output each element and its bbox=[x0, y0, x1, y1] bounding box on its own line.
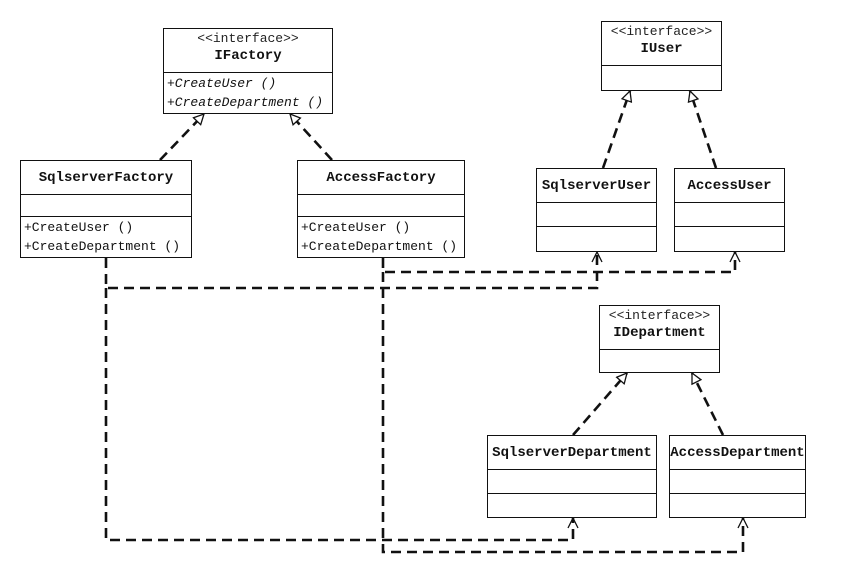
attributes-compartment bbox=[670, 470, 805, 494]
class-name: IDepartment bbox=[613, 325, 706, 341]
operation: +CreateDepartment () bbox=[24, 239, 181, 254]
stereotype-label: <<interface>> bbox=[197, 31, 299, 46]
class-name: AccessFactory bbox=[326, 170, 436, 186]
operation: +CreateDepartment () bbox=[167, 95, 324, 110]
operation: +CreateUser () bbox=[301, 220, 411, 235]
attributes-compartment bbox=[675, 203, 784, 227]
accessdepartment-class: AccessDepartment bbox=[669, 435, 806, 518]
operations-compartment bbox=[537, 227, 656, 229]
dependency-accessfactory-accessuser bbox=[381, 252, 735, 274]
realization-accessfactory-ifactory bbox=[290, 114, 333, 161]
realization-accessdepartment-idepartment bbox=[690, 373, 725, 436]
operation: +CreateDepartment () bbox=[301, 239, 458, 254]
realization-sqlserverdepartment-idepartment bbox=[572, 373, 628, 436]
class-name: AccessUser bbox=[687, 178, 772, 194]
class-name: IFactory bbox=[214, 48, 282, 64]
class-name: SqlserverUser bbox=[541, 178, 652, 194]
sqlserverfactory-class: SqlserverFactory +CreateUser () +CreateD… bbox=[20, 160, 192, 258]
class-name: IUser bbox=[640, 41, 683, 57]
sqlserverdepartment-class: SqlserverDepartment bbox=[487, 435, 657, 518]
class-name: SqlserverDepartment bbox=[492, 445, 652, 461]
realization-sqlserveruser-iuser bbox=[601, 91, 630, 169]
operations-compartment bbox=[488, 494, 656, 496]
operation: +CreateUser () bbox=[167, 76, 277, 91]
dependency-sqlserverfactory-sqlserverdepartment bbox=[104, 288, 573, 542]
attributes-compartment bbox=[298, 195, 464, 217]
operations-compartment: +CreateUser () +CreateDepartment () bbox=[21, 217, 191, 257]
iuser-class: <<interface>> IUser bbox=[601, 21, 722, 91]
dependency-accessfactory-accessdepartment bbox=[381, 272, 743, 554]
class-name: SqlserverFactory bbox=[38, 170, 174, 186]
realization-sqlserverfactory-ifactory bbox=[159, 114, 204, 161]
operations-compartment: +CreateUser () +CreateDepartment () bbox=[164, 73, 332, 113]
accessuser-class: AccessUser bbox=[674, 168, 785, 252]
sqlserveruser-class: SqlserverUser bbox=[536, 168, 657, 252]
operation: +CreateUser () bbox=[24, 220, 134, 235]
operations-compartment bbox=[670, 494, 805, 496]
dependency-sqlserverfactory-sqlserveruser bbox=[104, 252, 597, 290]
attributes-compartment bbox=[488, 470, 656, 494]
operations-compartment: +CreateUser () +CreateDepartment () bbox=[298, 217, 464, 257]
accessfactory-class: AccessFactory +CreateUser () +CreateDepa… bbox=[297, 160, 465, 258]
ifactory-class: <<interface>> IFactory +CreateUser () +C… bbox=[163, 28, 333, 114]
operations-compartment bbox=[675, 227, 784, 229]
idepartment-class: <<interface>> IDepartment bbox=[599, 305, 720, 373]
stereotype-label: <<interface>> bbox=[610, 24, 713, 39]
class-name: AccessDepartment bbox=[670, 445, 805, 461]
attributes-compartment bbox=[21, 195, 191, 217]
attributes-compartment bbox=[537, 203, 656, 227]
stereotype-label: <<interface>> bbox=[608, 308, 711, 323]
realization-accessuser-iuser bbox=[690, 91, 718, 169]
